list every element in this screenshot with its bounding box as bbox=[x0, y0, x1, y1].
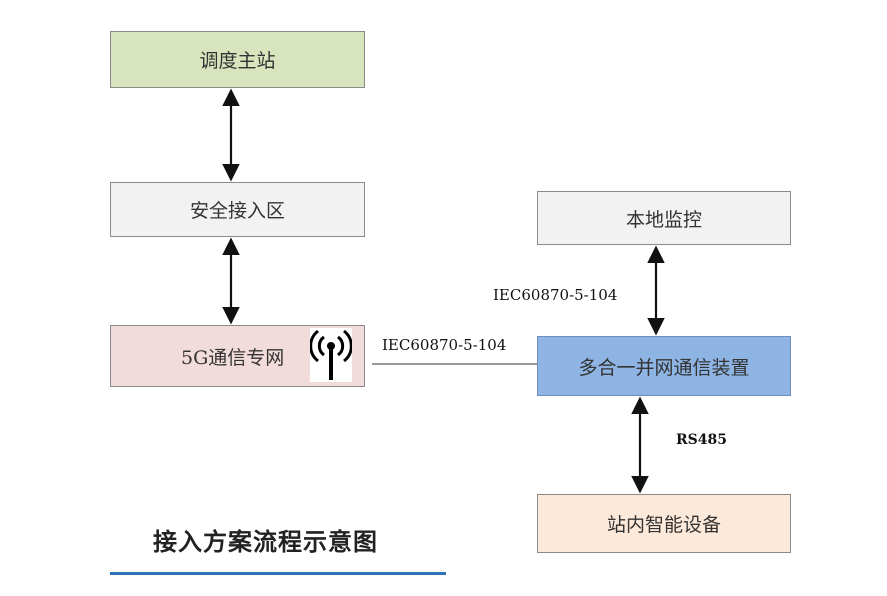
protocol-label-horizontal: IEC60870-5-104 bbox=[382, 336, 507, 354]
multi-in-one-label: 多合一并网通信装置 bbox=[578, 356, 750, 379]
local-monitor-label: 本地监控 bbox=[625, 208, 702, 231]
dispatch-master-label: 调度主站 bbox=[199, 50, 276, 72]
private-5g-label: 5G通信专网 bbox=[181, 346, 285, 369]
local-monitor-box: 本地监控 bbox=[537, 191, 791, 245]
wireless-antenna-icon bbox=[309, 328, 353, 382]
secure-access-box: 安全接入区 bbox=[110, 182, 365, 237]
rs485-label: RS485 bbox=[676, 432, 727, 448]
secure-access-label: 安全接入区 bbox=[189, 200, 285, 222]
diagram-caption: 接入方案流程示意图 bbox=[153, 527, 378, 556]
station-devices-box: 站内智能设备 bbox=[537, 494, 791, 553]
multi-in-one-device-box: 多合一并网通信装置 bbox=[537, 336, 791, 396]
dispatch-master-box: 调度主站 bbox=[110, 31, 365, 88]
protocol-label-vertical: IEC60870-5-104 bbox=[493, 286, 618, 304]
caption-underline bbox=[110, 572, 446, 575]
station-devices-label: 站内智能设备 bbox=[606, 514, 721, 536]
